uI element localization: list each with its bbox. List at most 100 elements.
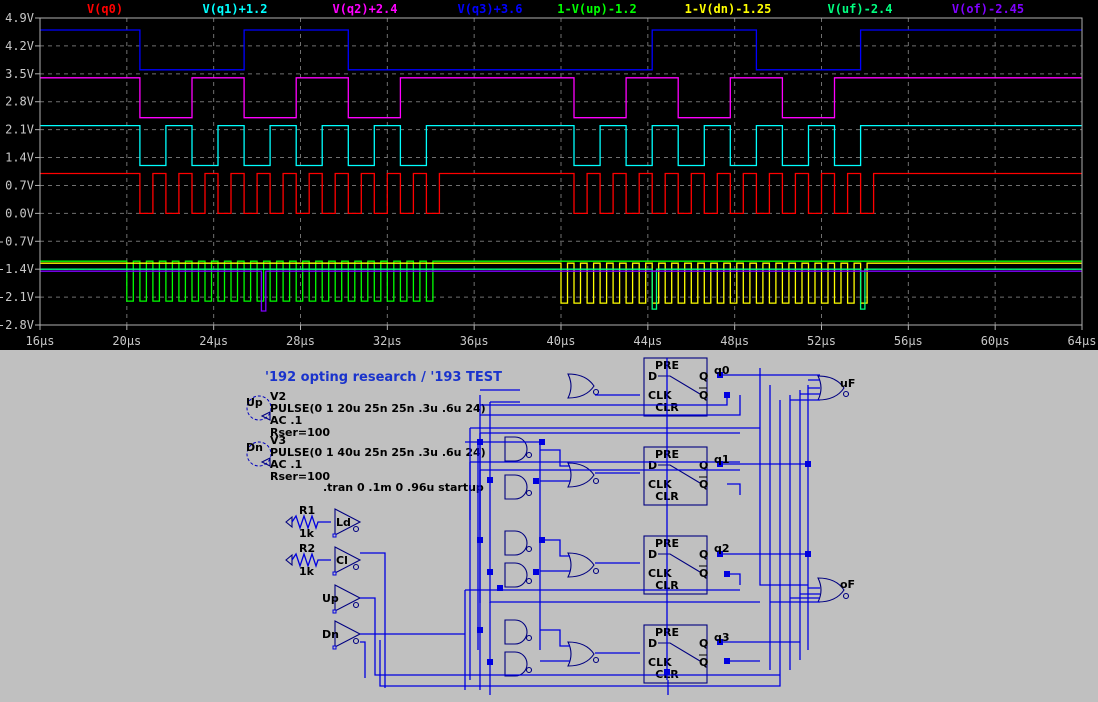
resistor-r1[interactable]: R1 1k: [285, 504, 331, 540]
trace-v-q1-1-2[interactable]: [40, 124, 1082, 167]
y-axis: 4.9V4.2V3.5V2.8V2.1V1.4V0.7V0.0V-0.7V-1.…: [0, 11, 40, 332]
nand-gate[interactable]: [504, 651, 533, 677]
junctions: [477, 372, 811, 675]
nor-gate[interactable]: [817, 577, 850, 603]
junction-dot: [805, 461, 811, 467]
x-tick-label: 48µs: [720, 334, 749, 348]
legend-entry[interactable]: V(q1)+1.2: [202, 2, 267, 16]
junction-dot: [487, 569, 493, 575]
trace-v-q3-3-6[interactable]: [40, 29, 1082, 71]
trace-1-v-dn-1-25[interactable]: [40, 262, 1082, 304]
net-label-of: oF: [840, 578, 855, 591]
source-value: PULSE(0 1 40u 25n 25n .3u .6u 24): [270, 446, 486, 459]
net-label-uf: uF: [840, 377, 855, 390]
pin-clk: CLK: [648, 478, 672, 491]
nor-gate[interactable]: [567, 462, 600, 488]
buffer-ld[interactable]: Ld: [332, 508, 362, 538]
junction-dot: [497, 585, 503, 591]
y-tick-label: 3.5V: [5, 67, 34, 81]
buffer-up[interactable]: Up: [322, 584, 362, 614]
pin-q: Q: [699, 459, 708, 472]
trace-v-of-2-45[interactable]: [40, 270, 1082, 312]
x-tick-label: 60µs: [981, 334, 1010, 348]
nor-gate[interactable]: [567, 373, 600, 399]
nor-gate[interactable]: [817, 375, 850, 401]
buffer-dn[interactable]: Dn: [322, 620, 362, 650]
schematic-title: '192 opting research / '193 TEST: [265, 370, 502, 385]
junction-dot: [724, 392, 730, 398]
x-tick-label: 36µs: [460, 334, 489, 348]
y-tick-label: -2.1V: [0, 290, 34, 304]
x-tick-label: 44µs: [633, 334, 662, 348]
buffer-cl[interactable]: Cl: [332, 546, 362, 576]
y-tick-label: 0.7V: [5, 178, 34, 192]
buffer-label: Up: [322, 592, 339, 605]
source-rser: Rser=100: [270, 426, 330, 439]
junction-dot: [717, 461, 723, 467]
junction-dot: [477, 537, 483, 543]
junction-dot: [477, 439, 483, 445]
pin-clk: CLK: [648, 567, 672, 580]
pin-d: D: [648, 459, 657, 472]
net-label-q3: q3: [714, 631, 730, 644]
resistor-value: 1k: [299, 565, 315, 578]
junction-dot: [539, 537, 545, 543]
x-tick-label: 56µs: [894, 334, 923, 348]
junction-dot: [487, 659, 493, 665]
y-tick-label: 4.9V: [5, 11, 34, 25]
schematic-editor[interactable]: '192 opting research / '193 TEST Up V2 P…: [0, 350, 1098, 702]
pin-d: D: [648, 370, 657, 383]
legend-entry[interactable]: V(q3)+3.6: [457, 2, 522, 16]
net-label-q0: q0: [714, 364, 730, 377]
legend-entry[interactable]: 1-V(up)-1.2: [557, 2, 636, 16]
nand-gate[interactable]: [504, 530, 533, 556]
legend-entry[interactable]: V(uf)-2.4: [827, 2, 892, 16]
y-tick-label: 0.0V: [5, 206, 34, 220]
y-tick-label: 2.8V: [5, 95, 34, 109]
trace-v-q0-[interactable]: [40, 172, 1082, 215]
legend-entry[interactable]: V(of)-2.45: [952, 2, 1024, 16]
waveform-plot[interactable]: 4.9V4.2V3.5V2.8V2.1V1.4V0.7V0.0V-0.7V-1.…: [0, 0, 1098, 350]
nand-gate[interactable]: [504, 619, 533, 645]
y-tick-label: 4.2V: [5, 39, 34, 53]
x-tick-label: 24µs: [199, 334, 228, 348]
nand-gate[interactable]: [504, 562, 533, 588]
junction-dot: [477, 627, 483, 633]
voltage-source-v2[interactable]: Up V2 PULSE(0 1 20u 25n 25n .3u .6u 24) …: [246, 390, 486, 439]
schematic-canvas[interactable]: '192 opting research / '193 TEST Up V2 P…: [0, 350, 1098, 702]
trace-1-v-up-1-2[interactable]: [40, 260, 1082, 302]
legend-entry[interactable]: 1-V(dn)-1.25: [685, 2, 772, 16]
spice-directive[interactable]: .tran 0 .1m 0 .96u startup: [323, 481, 484, 494]
nand-gate[interactable]: [504, 474, 533, 500]
junction-dot: [664, 669, 670, 675]
trace-v-q2-2-4[interactable]: [40, 77, 1082, 119]
legend-entry[interactable]: V(q2)+2.4: [332, 2, 397, 16]
y-tick-label: -1.4V: [0, 262, 34, 276]
wires: [360, 358, 820, 695]
plot-frame: [39, 17, 1083, 326]
legend-entry[interactable]: V(q0): [87, 2, 123, 16]
junction-dot: [533, 478, 539, 484]
buffer-label: Dn: [322, 628, 339, 641]
nor-gate[interactable]: [567, 552, 600, 578]
x-tick-label: 32µs: [373, 334, 402, 348]
resistor-r2[interactable]: R2 1k: [285, 542, 331, 578]
junction-dot: [539, 439, 545, 445]
resistor-name: R1: [299, 504, 315, 517]
nor-gate[interactable]: [567, 641, 600, 667]
pin-q: Q: [699, 637, 708, 650]
pin-d: D: [648, 637, 657, 650]
nand-gate[interactable]: [504, 436, 533, 462]
voltage-source-v3[interactable]: Dn V3 PULSE(0 1 40u 25n 25n .3u .6u 24) …: [246, 434, 486, 483]
source-value: PULSE(0 1 20u 25n 25n .3u .6u 24): [270, 402, 486, 415]
junction-dot: [717, 639, 723, 645]
y-tick-label: 1.4V: [5, 151, 34, 165]
junction-dot: [533, 569, 539, 575]
trace-v-uf-2-4[interactable]: [40, 268, 1082, 310]
